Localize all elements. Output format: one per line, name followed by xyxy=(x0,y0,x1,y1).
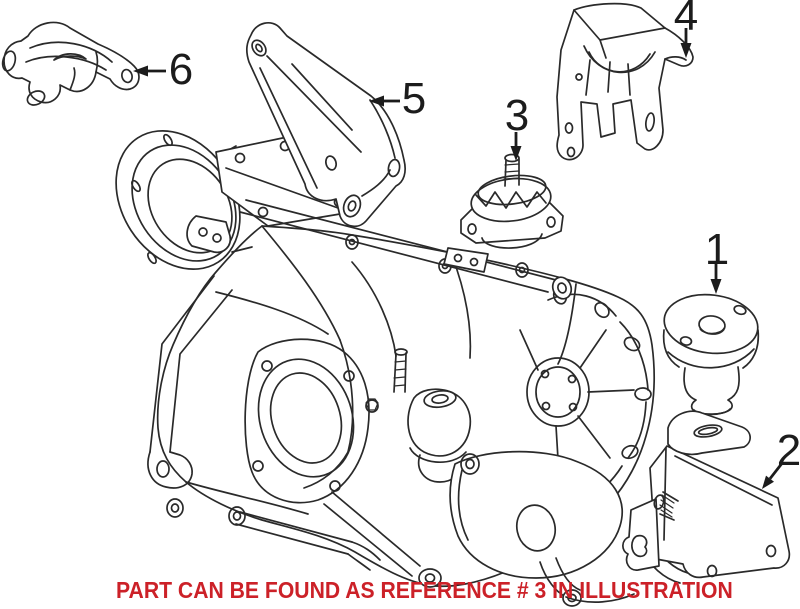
callout-5-arrow-icon xyxy=(369,95,400,107)
callout-4-label[interactable]: 4 xyxy=(673,0,699,40)
part-2-drawing xyxy=(622,410,791,579)
part-1-drawing xyxy=(662,293,760,416)
callout-3-arrow-icon xyxy=(510,132,522,161)
part-4-drawing xyxy=(556,2,694,161)
part-6-drawing xyxy=(1,21,140,106)
callout-2-label[interactable]: 2 xyxy=(776,426,800,475)
part-3-drawing xyxy=(460,153,564,249)
callout-6-arrow-icon xyxy=(133,65,166,77)
callout-6-label[interactable]: 6 xyxy=(168,45,194,94)
callout-2-arrow-icon xyxy=(762,461,785,489)
callout-1-arrow-icon xyxy=(710,264,722,294)
callout-5-label[interactable]: 5 xyxy=(401,74,427,123)
callout-3-label[interactable]: 3 xyxy=(504,91,530,140)
callout-1-label[interactable]: 1 xyxy=(704,225,730,274)
transmission-assembly-drawing xyxy=(115,129,689,607)
reference-caption: PART CAN BE FOUND AS REFERENCE # 3 IN IL… xyxy=(116,577,733,603)
part-5-drawing xyxy=(245,21,406,228)
callout-4-arrow-icon xyxy=(680,28,692,58)
